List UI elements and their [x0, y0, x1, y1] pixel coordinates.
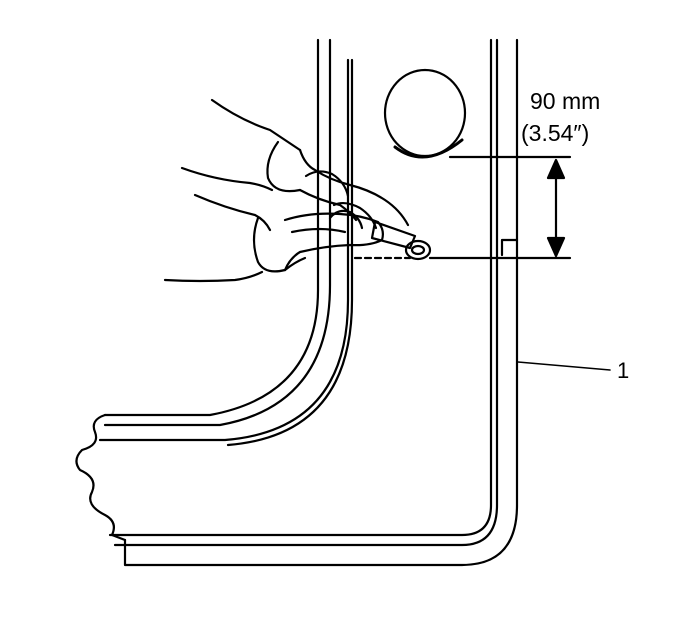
- dimension-lines: [428, 155, 572, 260]
- upper-hand: [180, 98, 410, 230]
- marking-tool: [370, 220, 432, 261]
- panel-outline: [103, 38, 519, 567]
- inner-flange-right: [108, 38, 519, 547]
- callout-label-1: 1: [617, 358, 630, 383]
- callout-leader: [517, 361, 611, 371]
- dimension-imperial-label: (3.54″): [521, 120, 590, 146]
- inner-flange-left: [98, 38, 354, 447]
- access-hole: [383, 68, 467, 159]
- lower-hand: [163, 193, 384, 283]
- dimension-metric-label: 90 mm: [530, 88, 601, 114]
- break-edge: [75, 413, 127, 542]
